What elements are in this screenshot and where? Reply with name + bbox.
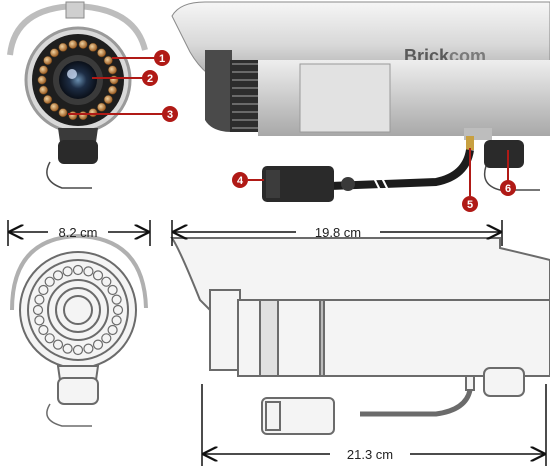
ir-led	[49, 102, 59, 112]
ir-led	[88, 108, 98, 118]
callout-label-5: 5	[467, 199, 473, 211]
ir-led	[72, 264, 84, 276]
ir-led	[43, 56, 53, 65]
dim-label-housing-length: 19.8 cm	[315, 225, 361, 240]
ir-led	[62, 266, 73, 277]
callout-label-3: 3	[167, 109, 173, 121]
ir-led	[52, 339, 64, 350]
ir-led	[62, 343, 73, 354]
heat-ribs	[232, 63, 258, 129]
ir-led	[83, 343, 94, 354]
ir-led	[108, 85, 117, 95]
callout-badge-4	[232, 172, 248, 188]
ir-led	[111, 315, 122, 326]
ir-led	[68, 111, 78, 121]
side-view-photo: Brickcom	[171, 1, 550, 202]
ir-led	[97, 48, 107, 58]
ir-led	[44, 276, 55, 287]
ir-led	[43, 95, 53, 104]
ir-led	[39, 65, 48, 75]
ir-led	[72, 344, 84, 356]
front-view-photo	[7, 1, 148, 189]
ir-led	[38, 284, 49, 296]
cable-gland-front	[58, 140, 98, 164]
dim-housing-length: 19.8 cm	[171, 220, 503, 246]
callout-badge-5	[462, 196, 478, 212]
ir-led	[78, 39, 88, 49]
ir-led	[111, 294, 122, 305]
callout-label-6: 6	[505, 183, 511, 195]
callout-badge-3	[162, 106, 178, 122]
ir-led	[92, 339, 104, 350]
ir-led	[34, 315, 45, 326]
ir-led	[58, 108, 68, 118]
top-bracket	[65, 1, 85, 19]
callout-badge-1	[154, 50, 170, 66]
side-view-drawing	[170, 237, 550, 435]
dim-total-length: 21.3 cm	[201, 384, 547, 466]
ir-led	[39, 85, 48, 95]
ir-led	[32, 304, 44, 316]
ir-led	[68, 39, 78, 49]
callout-label-2: 2	[147, 73, 153, 85]
ir-led	[97, 102, 107, 112]
ir-led-ring-drawing	[32, 264, 124, 356]
dim-label-total-length: 21.3 cm	[347, 447, 393, 462]
ir-led	[52, 270, 64, 281]
ir-led	[101, 276, 112, 287]
cable-gland-side	[484, 140, 524, 168]
front-view-drawing	[10, 233, 148, 427]
callout-6: 6	[500, 180, 516, 196]
ir-led	[107, 284, 118, 296]
callout-badge-6	[500, 180, 516, 196]
ir-led	[34, 294, 45, 305]
ir-led	[92, 270, 104, 281]
ir-led	[103, 95, 113, 104]
ir-led	[83, 266, 94, 277]
callout-4: 4	[232, 172, 248, 188]
ir-led	[49, 48, 59, 58]
ir-led	[107, 324, 118, 336]
ir-led	[38, 324, 49, 336]
lens	[59, 61, 97, 99]
ir-led	[58, 42, 68, 52]
callout-2: 2	[142, 70, 158, 86]
ir-led	[101, 333, 112, 344]
callout-lines	[68, 57, 509, 196]
ir-led	[112, 304, 124, 316]
ir-led	[103, 56, 113, 65]
callout-1: 1	[154, 50, 170, 66]
dim-label-front-width: 8.2 cm	[58, 225, 97, 240]
ir-led	[88, 42, 98, 52]
ir-led	[108, 65, 117, 75]
ir-led	[78, 111, 88, 121]
ir-led	[44, 333, 55, 344]
callout-label-1: 1	[159, 53, 165, 65]
ir-led	[37, 75, 47, 85]
callout-3: 3	[162, 106, 178, 122]
callout-label-4: 4	[237, 175, 244, 187]
callout-badge-2	[142, 70, 158, 86]
callout-5: 5	[462, 196, 478, 212]
dim-front-width: 8.2 cm	[7, 220, 151, 246]
reset-port	[466, 136, 474, 150]
